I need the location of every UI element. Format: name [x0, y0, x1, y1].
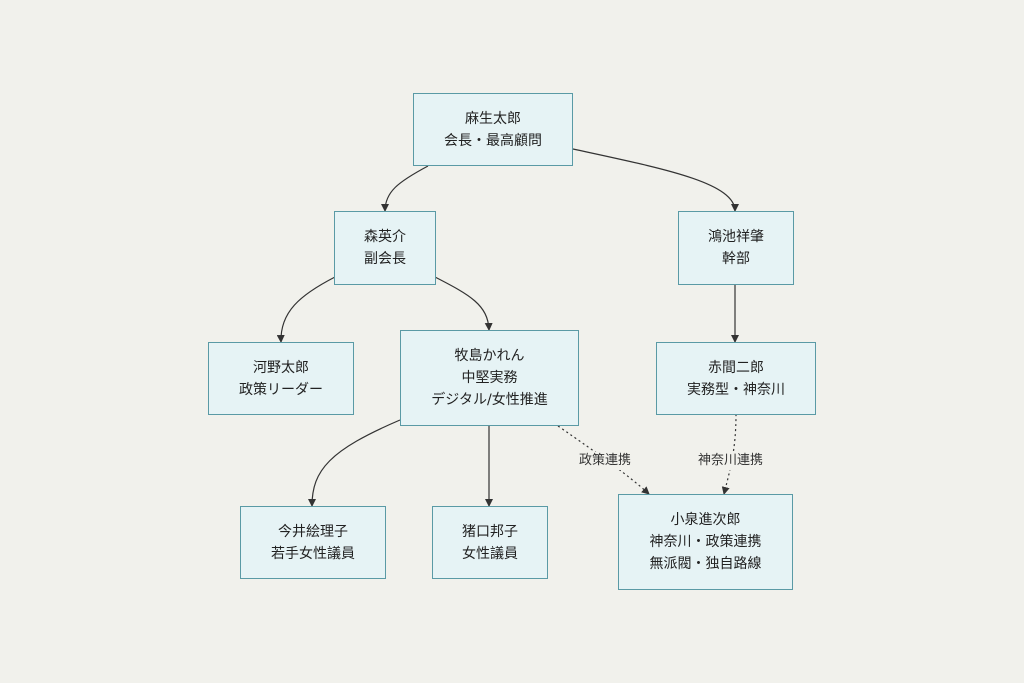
node-akama-role: 実務型・神奈川 [687, 381, 785, 398]
node-akama[interactable]: 赤間二郎 実務型・神奈川 [656, 342, 816, 415]
node-makishima-name: 牧島かれん [454, 348, 525, 364]
edge-aso-konoike [572, 148, 739, 212]
edge-mori-makishima [434, 276, 493, 331]
node-inoguchi[interactable]: 猪口邦子 女性議員 [432, 506, 548, 579]
edge-akama-koizumi [721, 413, 737, 495]
edge-label-policy-link: 政策連携 [577, 452, 634, 470]
node-mori-role: 副会長 [364, 251, 406, 267]
node-aso-role: 会長・最高顧問 [444, 132, 542, 149]
edge-label-kanagawa-link: 神奈川連携 [696, 452, 766, 470]
node-mori[interactable]: 森英介 副会長 [334, 211, 436, 285]
node-konoike-name: 鴻池祥肇 [708, 229, 764, 245]
node-koizumi-role: 神奈川・政策連携 [649, 534, 762, 550]
node-koizumi[interactable]: 小泉進次郎 神奈川・政策連携 無派閥・独自路線 [618, 494, 793, 590]
node-imai-role: 若手女性議員 [271, 545, 355, 562]
node-mori-name: 森英介 [364, 229, 406, 245]
node-kono[interactable]: 河野太郎 政策リーダー [208, 342, 354, 415]
node-imai[interactable]: 今井絵理子 若手女性議員 [240, 506, 386, 579]
node-konoike-role: 幹部 [722, 251, 750, 267]
edge-mori-kono [276, 276, 336, 343]
node-koizumi-name: 小泉進次郎 [670, 512, 741, 528]
node-koizumi-detail: 無派閥・独自路線 [649, 556, 762, 572]
node-kono-name: 河野太郎 [253, 359, 309, 376]
node-makishima[interactable]: 牧島かれん 中堅実務 デジタル/女性推進 [400, 330, 579, 426]
node-inoguchi-role: 女性議員 [462, 545, 518, 562]
node-akama-name: 赤間二郎 [708, 359, 764, 376]
node-aso[interactable]: 麻生太郎 会長・最高顧問 [413, 93, 573, 166]
node-aso-name: 麻生太郎 [465, 110, 521, 127]
node-kono-role: 政策リーダー [239, 381, 323, 398]
edge-makishima-imai [308, 419, 401, 507]
node-makishima-role: 中堅実務 [461, 370, 518, 386]
node-makishima-detail: デジタル/女性推進 [431, 392, 548, 408]
edge-aso-mori [381, 165, 429, 212]
node-inoguchi-name: 猪口邦子 [462, 523, 518, 540]
node-imai-name: 今井絵理子 [278, 523, 348, 540]
node-konoike[interactable]: 鴻池祥肇 幹部 [678, 211, 794, 285]
